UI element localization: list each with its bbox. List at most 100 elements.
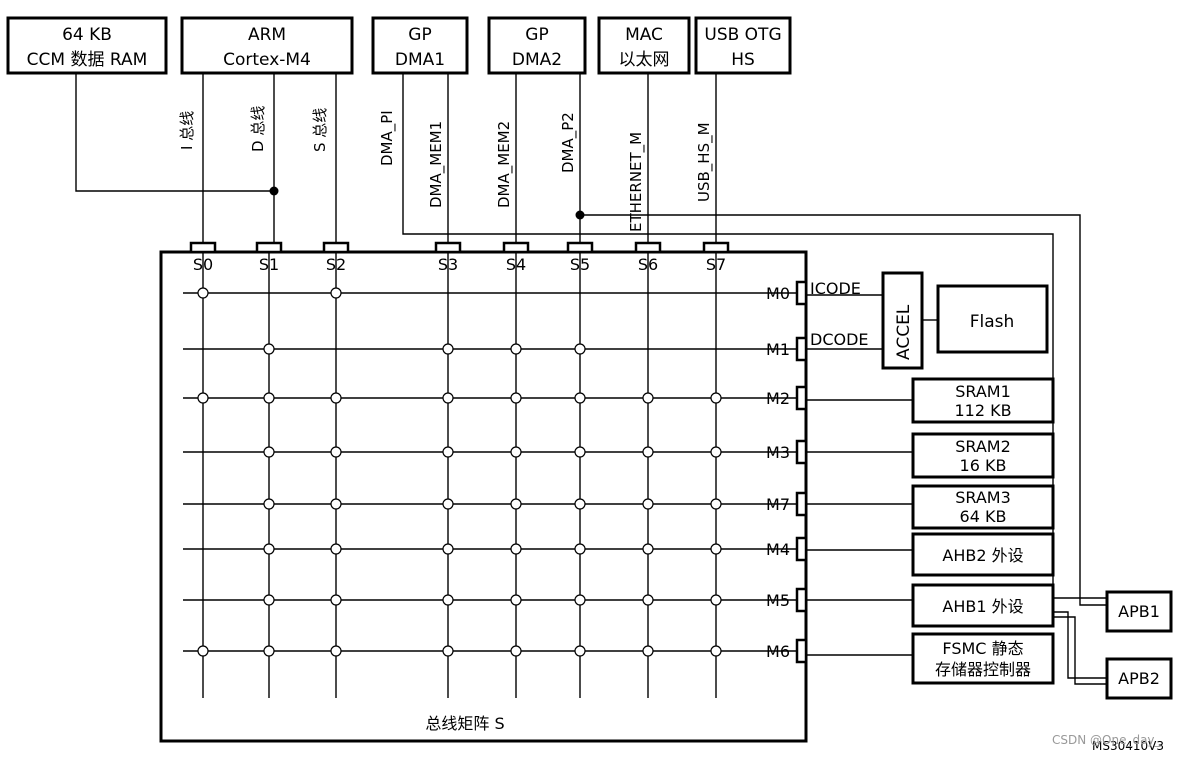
matrix-node (442, 446, 454, 458)
slave-port-label: S2 (326, 255, 346, 274)
usb-otg-box: USB OTG HS (694, 16, 792, 75)
sram2-box: SRAM2 16 KB (911, 432, 1055, 479)
master-port-label: M1 (766, 340, 790, 359)
dma2-line1: GP (525, 25, 548, 45)
matrix-node (330, 594, 342, 606)
matrix-node (197, 645, 209, 657)
matrix-node (442, 343, 454, 355)
sram3-box: SRAM3 64 KB (911, 484, 1055, 530)
sram1-box: SRAM1 112 KB (911, 377, 1055, 424)
icode-label: ICODE (810, 279, 861, 298)
ccm-ram-box: 64 KB CCM 数据 RAM (6, 16, 168, 75)
matrix-node (330, 392, 342, 404)
matrix-node (574, 645, 586, 657)
master-port-label: M5 (766, 591, 790, 610)
dcode-label: DCODE (810, 330, 869, 349)
matrix-node (642, 543, 654, 555)
master-port-label: M7 (766, 495, 790, 514)
matrix-node (510, 392, 522, 404)
ethernet-m-label: ETHERNET_M (627, 132, 646, 232)
usb-line1: USB OTG (704, 25, 781, 45)
matrix-node (510, 543, 522, 555)
ccm-ram-line1: 64 KB (62, 25, 112, 45)
matrix-node (710, 645, 722, 657)
matrix-node (710, 594, 722, 606)
slave-port-label: S7 (706, 255, 726, 274)
master-port-tab (795, 336, 808, 362)
gp-dma2-box: GP DMA2 (487, 16, 587, 75)
matrix-node (574, 543, 586, 555)
bus-matrix-box (159, 250, 808, 743)
arm-line2: Cortex-M4 (223, 50, 311, 70)
ahb2-box: AHB2 外设 (911, 532, 1055, 577)
slave-port-tab (322, 241, 350, 254)
flash-box: Flash (936, 284, 1049, 354)
matrix-nodes (197, 287, 722, 657)
matrix-node (263, 645, 275, 657)
ahb1-label: AHB1 外设 (942, 597, 1023, 616)
matrix-node (642, 498, 654, 510)
apb2-box: APB2 (1105, 657, 1173, 700)
slave-port-tab (189, 241, 217, 254)
matrix-node (442, 392, 454, 404)
matrix-node (197, 287, 209, 299)
matrix-node (710, 446, 722, 458)
slave-port-label: S3 (438, 255, 458, 274)
mac-ethernet-box: MAC 以太网 (597, 16, 691, 75)
matrix-node (263, 594, 275, 606)
slave-port-label: S5 (570, 255, 590, 274)
bus-labels: I 总线 D 总线 S 总线 DMA_PI DMA_MEM1 DMA_MEM2 … (178, 106, 714, 232)
matrix-node (510, 645, 522, 657)
dma1-line1: GP (408, 25, 431, 45)
sram1-line1: SRAM1 (955, 382, 1011, 401)
sram2-line1: SRAM2 (955, 437, 1011, 456)
matrix-node (330, 543, 342, 555)
matrix-node (574, 498, 586, 510)
master-port-label: M0 (766, 284, 790, 303)
matrix-node (330, 645, 342, 657)
slave-port-tab (502, 241, 530, 254)
figure-id: MS30410V3 (1092, 739, 1164, 753)
fsmc-line2: 存储器控制器 (935, 660, 1031, 679)
flash-label: Flash (970, 312, 1015, 332)
sram3-line1: SRAM3 (955, 488, 1011, 507)
matrix-node (710, 543, 722, 555)
matrix-node (442, 498, 454, 510)
sram3-line2: 64 KB (960, 507, 1007, 526)
matrix-node (510, 446, 522, 458)
slave-port-label: S1 (259, 255, 279, 274)
matrix-node (197, 392, 209, 404)
matrix-node (510, 498, 522, 510)
ahb1-box: AHB1 外设 (911, 583, 1055, 628)
accel-box: ACCEL (881, 271, 924, 370)
matrix-node (330, 446, 342, 458)
master-port-tab (795, 385, 808, 411)
slave-port-tab (566, 241, 594, 254)
dma-mem2-label: DMA_MEM2 (495, 121, 514, 208)
target-links (806, 399, 913, 656)
apb2-label: APB2 (1118, 669, 1160, 688)
matrix-node (574, 343, 586, 355)
matrix-node (442, 645, 454, 657)
bus-matrix-label: 总线矩阵 S (425, 714, 504, 733)
master-port-label: M4 (766, 540, 790, 559)
matrix-node (263, 543, 275, 555)
apb1-label: APB1 (1118, 602, 1160, 621)
usb-line2: HS (731, 50, 755, 70)
slave-port-label: S6 (638, 255, 658, 274)
sram1-line2: 112 KB (954, 401, 1011, 420)
master-bus-lines (75, 73, 1107, 606)
matrix-node (642, 446, 654, 458)
master-port-tab (795, 439, 808, 465)
slave-port-label: S0 (193, 255, 213, 274)
csdn-watermark: CSDN @One_day_ (1052, 733, 1162, 747)
matrix-node (574, 392, 586, 404)
d-bus-label: D 总线 (249, 106, 267, 152)
master-port-tab (795, 536, 808, 562)
usb-hs-m-label: USB_HS_M (695, 122, 714, 202)
apb-links (1053, 611, 1107, 685)
master-port-tab (795, 491, 808, 517)
